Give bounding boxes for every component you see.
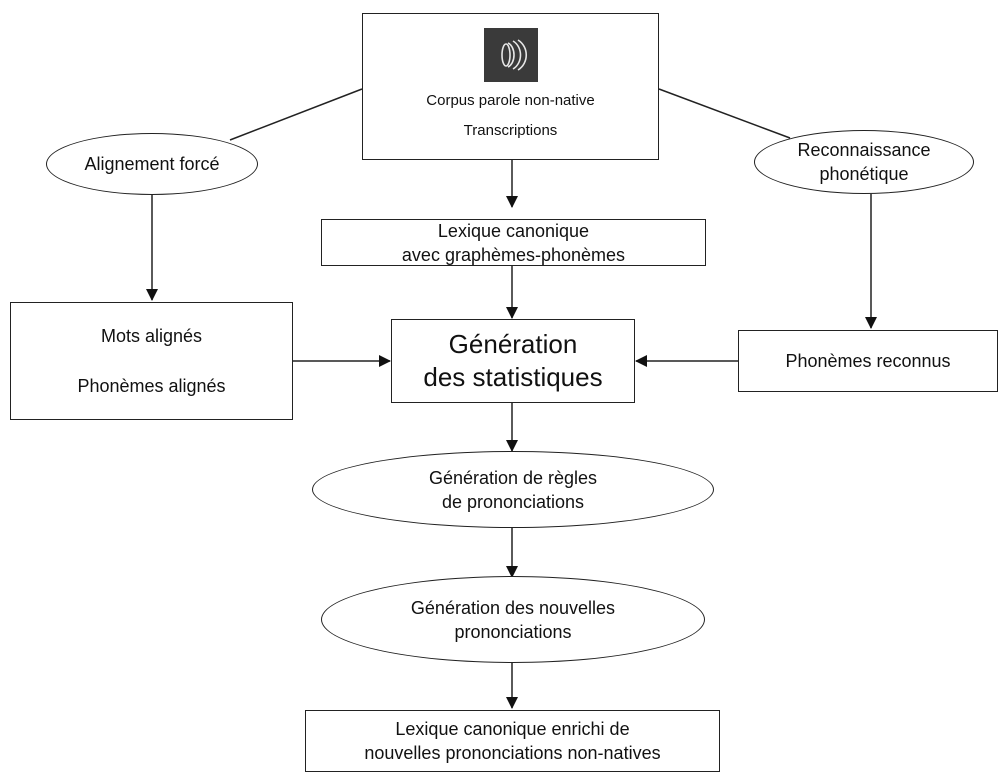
generation-regles-node: Génération de règles de prononciations xyxy=(312,451,714,528)
generation-stats-line2: des statistiques xyxy=(423,362,603,392)
speaker-sound-icon xyxy=(483,28,538,82)
generation-stats-line1: Génération xyxy=(448,329,578,359)
corpus-line2: Transcriptions xyxy=(463,122,558,139)
edge-corpus-reconnaissance xyxy=(658,88,791,139)
mots-line1: Mots alignés xyxy=(100,326,203,346)
lexique-enrichi-line1: Lexique canonique enrichi de xyxy=(395,719,630,739)
generation-statistiques-box: Génération des statistiques xyxy=(391,319,635,403)
reconnaissance-line2: phonétique xyxy=(819,164,909,184)
regles-line2: de prononciations xyxy=(441,491,585,512)
alignement-force-label: Alignement forcé xyxy=(84,154,220,174)
mots-alignes-box: Mots alignés Phonèmes alignés xyxy=(10,302,293,420)
phonemes-reconnus-box: Phonèmes reconnus xyxy=(738,330,998,392)
lexique-line2: avec graphèmes-phonèmes xyxy=(401,244,626,265)
mots-line2: Phonèmes alignés xyxy=(77,376,226,396)
reconnaissance-line1: Reconnaissance xyxy=(797,140,931,160)
reconnaissance-phonetique-node: Reconnaissance phonétique xyxy=(754,130,974,194)
phonemes-reconnus-label: Phonèmes reconnus xyxy=(785,351,951,371)
lexique-enrichi-box: Lexique canonique enrichi de nouvelles p… xyxy=(305,710,720,772)
lexique-line1: Lexique canonique xyxy=(437,220,590,241)
nouvelles-line2: prononciations xyxy=(454,621,572,642)
nouvelles-line1: Génération des nouvelles xyxy=(410,597,616,618)
lexique-enrichi-line2: nouvelles prononciations non-natives xyxy=(364,743,661,763)
corpus-line1: Corpus parole non-native xyxy=(426,92,595,109)
generation-nouvelles-node: Génération des nouvelles prononciations xyxy=(321,576,705,663)
lexique-canonique-box: Lexique canonique avec graphèmes-phonème… xyxy=(321,219,706,266)
corpus-box: Corpus parole non-native Transcriptions xyxy=(362,13,659,160)
regles-line1: Génération de règles xyxy=(428,467,598,488)
edge-corpus-alignement xyxy=(229,88,363,141)
alignement-force-node: Alignement forcé xyxy=(46,133,258,195)
